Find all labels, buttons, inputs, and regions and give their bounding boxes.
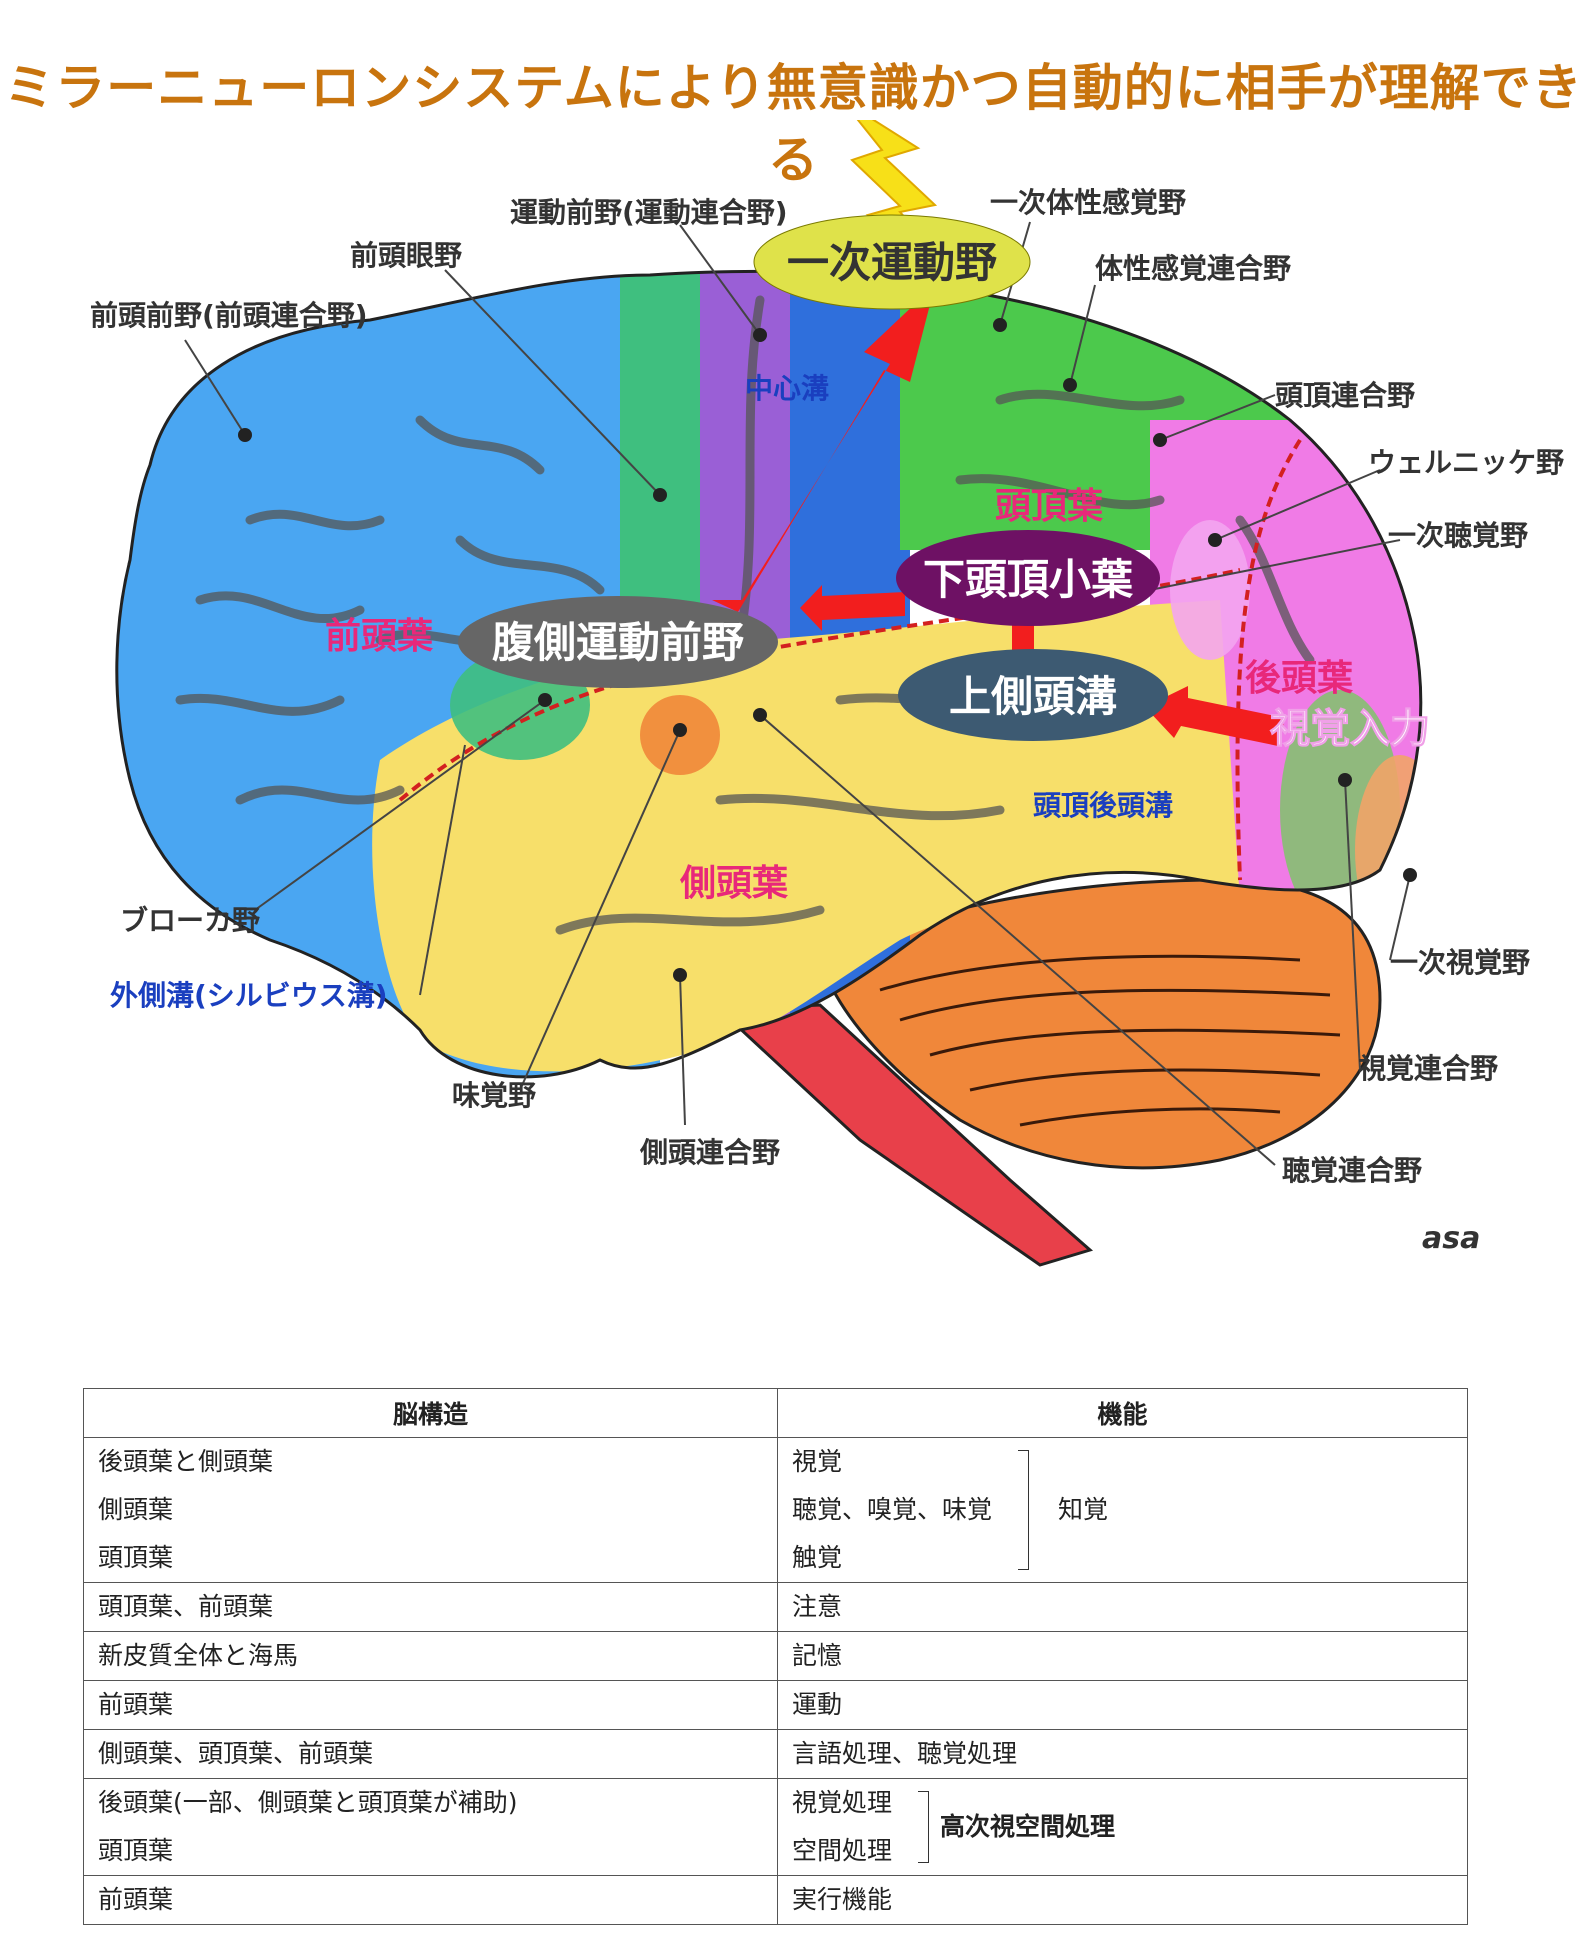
label-visual-assoc: 視覚連合野: [1358, 1052, 1498, 1085]
structure-cell: 頭頂葉: [98, 1827, 763, 1875]
label-prefrontal: 前頭前野(前頭連合野): [90, 299, 368, 332]
table-row: 前頭葉 運動: [84, 1681, 1468, 1730]
lobe-frontal: 前頭葉: [325, 616, 434, 657]
table-row: 側頭葉、頭頂葉、前頭葉 言語処理、聴覚処理: [84, 1730, 1468, 1779]
structure-text: 側頭葉、頭頂葉、前頭葉: [98, 1730, 763, 1778]
visuospatial-structures: 後頭葉(一部、側頭葉と頭頂葉が補助) 頭頂葉: [84, 1779, 778, 1876]
function-cell: 記憶: [778, 1632, 1468, 1681]
label-central-sulcus: 中心溝: [745, 372, 829, 405]
lobe-parietal: 頭頂葉: [995, 486, 1104, 527]
label-auditory-assoc: 聴覚連合野: [1282, 1154, 1422, 1187]
function-text: 注意: [792, 1583, 1453, 1631]
structure-cell: 後頭葉(一部、側頭葉と頭頂葉が補助): [98, 1779, 763, 1827]
function-cell: 視覚: [792, 1438, 1453, 1486]
label-primary-somatosensory: 一次体性感覚野: [990, 186, 1186, 219]
pill-vpm-text: 腹側運動前野: [492, 618, 744, 667]
structure-text: 前頭葉: [98, 1681, 763, 1729]
pill-sts-text: 上側頭溝: [949, 672, 1117, 721]
structure-text: 新皮質全体と海馬: [98, 1632, 763, 1680]
pill-ipl: 下頭頂小葉: [896, 530, 1160, 626]
label-premotor: 運動前野(運動連合野): [510, 196, 788, 229]
function-text: 運動: [792, 1681, 1453, 1729]
table-row-visuospatial: 後頭葉(一部、側頭葉と頭頂葉が補助) 頭頂葉 視覚処理 空間処理 高次視空間処理: [84, 1779, 1468, 1876]
table-row: 前頭葉 実行機能: [84, 1876, 1468, 1925]
structure-cell: 頭頂葉: [98, 1534, 763, 1582]
structure-text: 頭頂葉、前頭葉: [98, 1583, 763, 1631]
label-wernicke: ウェルニッケ野: [1368, 446, 1564, 479]
table-row-perception: 後頭葉と側頭葉 側頭葉 頭頂葉 視覚 聴覚、嗅覚、味覚 触覚 知覚: [84, 1438, 1468, 1583]
table-row: 新皮質全体と海馬 記憶: [84, 1632, 1468, 1681]
visuospatial-functions: 視覚処理 空間処理 高次視空間処理: [778, 1779, 1468, 1876]
structure-cell: 後頭葉と側頭葉: [98, 1438, 763, 1486]
bracket: [1018, 1450, 1029, 1570]
header-function: 機能: [778, 1389, 1468, 1438]
function-cell: 実行機能: [778, 1876, 1468, 1925]
function-text: 記憶: [792, 1632, 1453, 1680]
structure-cell: 前頭葉: [84, 1681, 778, 1730]
pill-sts: 上側頭溝: [898, 649, 1168, 741]
pill-m1-text: 一次運動野: [787, 238, 997, 287]
lobe-occipital: 後頭葉: [1245, 658, 1354, 699]
brain-diagram: 運動前野(運動連合野) 一次体性感覚野 前頭眼野 体性感覚連合野 前頭前野(前頭…: [0, 120, 1587, 1300]
label-parietal-assoc: 頭頂連合野: [1275, 379, 1415, 412]
group-label-perception: 知覚: [1058, 1486, 1108, 1534]
structure-cell: 側頭葉、頭頂葉、前頭葉: [84, 1730, 778, 1779]
function-table: 脳構造 機能 後頭葉と側頭葉 側頭葉 頭頂葉 視覚 聴覚、嗅覚、味覚 触覚 知覚…: [83, 1388, 1468, 1925]
structure-cell: 前頭葉: [84, 1876, 778, 1925]
function-cell: 空間処理: [792, 1827, 1453, 1875]
label-somatosensory-assoc: 体性感覚連合野: [1095, 252, 1291, 285]
group-label-visuospatial: 高次視空間処理: [940, 1803, 1115, 1851]
perception-structures: 後頭葉と側頭葉 側頭葉 頭頂葉: [84, 1438, 778, 1583]
label-temporal-assoc: 側頭連合野: [639, 1136, 780, 1169]
bracket: [918, 1791, 929, 1863]
table-row: 頭頂葉、前頭葉 注意: [84, 1583, 1468, 1632]
label-parieto-occipital: 頭頂後頭溝: [1033, 789, 1173, 822]
signature: asa: [1422, 1221, 1480, 1256]
function-cell: 聴覚、嗅覚、味覚: [792, 1486, 1453, 1534]
function-text: 言語処理、聴覚処理: [792, 1730, 1453, 1778]
function-text: 実行機能: [792, 1876, 1453, 1924]
label-primary-visual: 一次視覚野: [1390, 946, 1530, 979]
pill-m1: 一次運動野: [754, 215, 1030, 309]
table-header-row: 脳構造 機能: [84, 1389, 1468, 1438]
function-cell: 注意: [778, 1583, 1468, 1632]
function-cell: 運動: [778, 1681, 1468, 1730]
lobe-temporal: 側頭葉: [679, 863, 789, 904]
label-frontal-eye: 前頭眼野: [350, 239, 462, 272]
structure-cell: 新皮質全体と海馬: [84, 1632, 778, 1681]
pill-vpm: 腹側運動前野: [458, 596, 778, 688]
function-cell: 触覚: [792, 1534, 1453, 1582]
label-lateral-sulcus: 外側溝(シルビウス溝): [110, 979, 388, 1012]
structure-cell: 頭頂葉、前頭葉: [84, 1583, 778, 1632]
function-cell: 視覚処理: [792, 1779, 1453, 1827]
header-structure: 脳構造: [84, 1389, 778, 1438]
label-gustatory: 味覚野: [452, 1079, 536, 1112]
perception-functions: 視覚 聴覚、嗅覚、味覚 触覚 知覚: [778, 1438, 1468, 1583]
label-primary-auditory: 一次聴覚野: [1388, 519, 1528, 552]
label-broca: ブローカ野: [120, 904, 260, 937]
function-cell: 言語処理、聴覚処理: [778, 1730, 1468, 1779]
structure-text: 前頭葉: [98, 1876, 763, 1924]
structure-cell: 側頭葉: [98, 1486, 763, 1534]
visual-input-label: 視覚入力: [1270, 706, 1430, 752]
pill-ipl-text: 下頭頂小葉: [923, 555, 1134, 604]
